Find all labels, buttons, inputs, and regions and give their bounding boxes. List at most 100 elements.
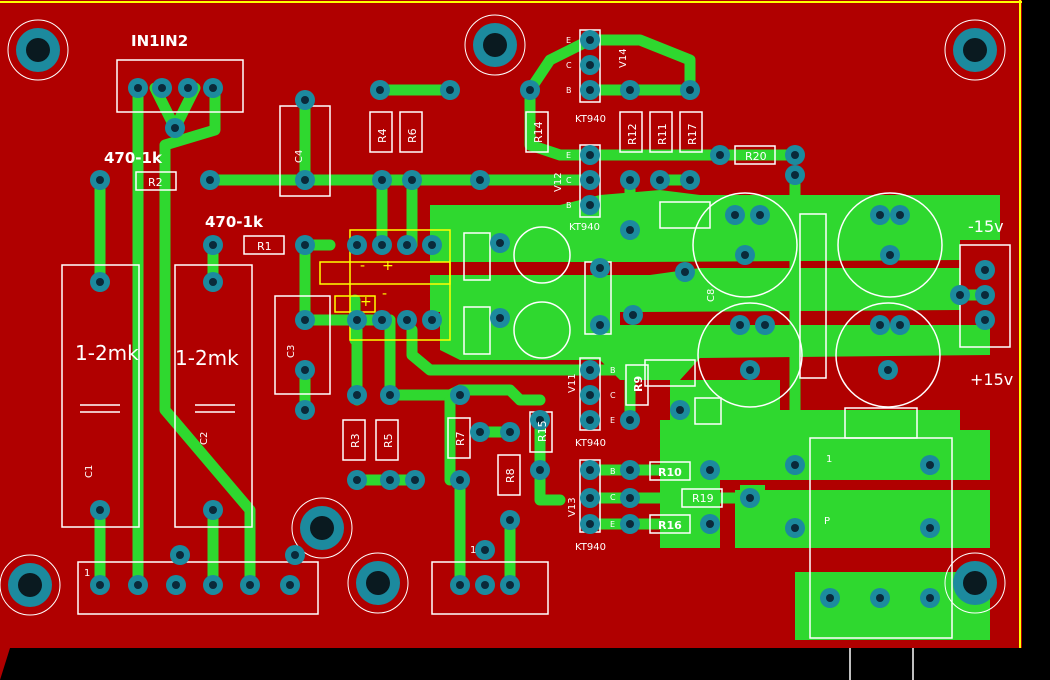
r2-label: R2 (148, 176, 163, 189)
pad-hole (428, 316, 436, 324)
pad-hole (746, 494, 754, 502)
pad-hole (586, 151, 594, 159)
pad-hole (386, 476, 394, 484)
pad-hole (886, 251, 894, 259)
pad-hole (586, 520, 594, 528)
opamp-minus-label: - (360, 258, 365, 274)
mounting-hole-br (944, 552, 1006, 614)
neg-supply-label: -15v (968, 217, 1004, 236)
pad-hole (586, 416, 594, 424)
pad-hole (481, 581, 489, 589)
pad-hole (629, 311, 637, 319)
in-header-label: IN1IN2 (131, 32, 188, 50)
v13-label: V13 (567, 497, 578, 517)
pad-hole (476, 428, 484, 436)
pin-c-label-c: C (610, 391, 616, 400)
r5-label: R5 (382, 433, 395, 448)
pin-b-label-c: B (610, 366, 616, 375)
pad-hole (706, 466, 714, 474)
pad-hole (353, 241, 361, 249)
r6-label: R6 (406, 128, 419, 143)
pad-hole (403, 241, 411, 249)
r9-label: R9 (632, 376, 645, 392)
pad-hole (706, 520, 714, 528)
pad-hole (496, 239, 504, 247)
pad-hole (353, 316, 361, 324)
r3-label: R3 (349, 433, 362, 448)
pad-hole (506, 581, 514, 589)
pad-hole (428, 241, 436, 249)
pin-c-label-b: C (566, 176, 572, 185)
mounting-hole-tc (464, 14, 526, 76)
c8-label: C8 (706, 289, 717, 302)
kt940-label-d: KT940 (575, 542, 606, 553)
copper-traces (94, 34, 991, 591)
pad-hole (209, 84, 217, 92)
transformer-pin-one-label: 1 (826, 454, 832, 465)
mounting-hole-bc2 (347, 552, 409, 614)
pad-hole (378, 176, 386, 184)
r10-label: R10 (658, 466, 682, 479)
pad-hole (506, 516, 514, 524)
pad-hole (761, 321, 769, 329)
pad-hole (96, 278, 104, 286)
pad-hole (756, 211, 764, 219)
opamp-minus-label-b: - (382, 286, 387, 302)
c1-value-label: 1-2mk (75, 341, 139, 365)
pad-hole (686, 176, 694, 184)
r16-label: R16 (658, 519, 682, 532)
pad-hole (926, 461, 934, 469)
pad-hole (353, 391, 361, 399)
pad-hole (681, 268, 689, 276)
pad-hole (378, 241, 386, 249)
mounting-holes (0, 14, 1006, 616)
pad-hole (481, 546, 489, 554)
kt940-label-b: KT940 (569, 222, 600, 233)
pad-hole (209, 581, 217, 589)
r12-label: R12 (626, 123, 639, 145)
r2-value-label: 470-1k (104, 149, 163, 167)
pad-hole (96, 506, 104, 514)
pad-hole (884, 366, 892, 374)
pad-hole (981, 291, 989, 299)
pad-hole (158, 84, 166, 92)
r14-label: R14 (532, 121, 545, 143)
r15-label: R15 (536, 420, 549, 442)
pad-hole (626, 86, 634, 94)
pad-hole (96, 176, 104, 184)
pad-hole (876, 594, 884, 602)
pad-hole (656, 176, 664, 184)
pad-hole (731, 211, 739, 219)
pad-hole (626, 466, 634, 474)
r20-label: R20 (745, 150, 767, 163)
pad-hole (456, 391, 464, 399)
pad-hole (826, 594, 834, 602)
pad-hole (596, 321, 604, 329)
pad-hole (981, 266, 989, 274)
pad-hole (301, 366, 309, 374)
pad-hole (291, 551, 299, 559)
transformer-pin-p-label: P (824, 516, 830, 527)
pin-e-label-b: E (566, 151, 571, 160)
pin-c-label-a: C (566, 61, 572, 70)
pad-hole (301, 406, 309, 414)
pad-hole (586, 466, 594, 474)
c3-label: C3 (286, 345, 297, 358)
pad-hole (596, 264, 604, 272)
kt940-label-c: KT940 (575, 438, 606, 449)
pad-hole (456, 581, 464, 589)
pad-hole (586, 201, 594, 209)
pin-b-label-b: B (566, 201, 572, 210)
pad-hole (246, 581, 254, 589)
pad-hole (209, 278, 217, 286)
pad-hole (209, 506, 217, 514)
labels: IN1IN2 470-1k 470-1k 1-2mk 1-2mk C1 C2 C… (75, 32, 1013, 579)
pad-hole (586, 494, 594, 502)
pad-hole (981, 316, 989, 324)
pad-hole (586, 86, 594, 94)
v12-label: V12 (553, 172, 564, 192)
pad-hole (926, 524, 934, 532)
opamp-plus-label: + (382, 258, 394, 274)
pad-hole (176, 551, 184, 559)
